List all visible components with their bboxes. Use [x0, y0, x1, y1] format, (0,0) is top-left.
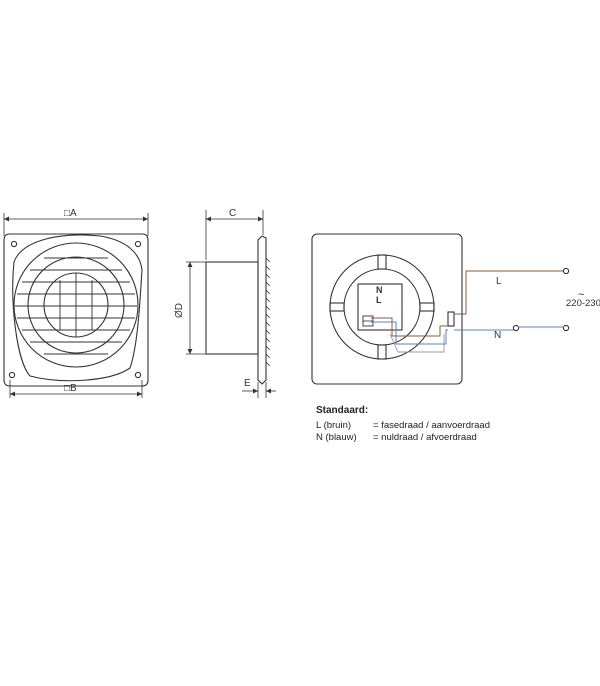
wiring-legend: Standaard: L (bruin) = fasedraad / aanvo…: [316, 405, 490, 445]
legend-row-neutral: N (blauw) = nuldraad / afvoerdraad: [316, 432, 490, 445]
legend-row-live: L (bruin) = fasedraad / aanvoerdraad: [316, 420, 490, 433]
live-terminal: [562, 267, 570, 275]
mounting-boss-top: [377, 254, 387, 270]
dimension-d: [186, 261, 206, 355]
swirl-panel: [12, 234, 143, 382]
ac-symbol-icon: ~: [578, 289, 584, 301]
grille-outer-ring: [13, 242, 139, 368]
spigot-tube: [205, 261, 259, 355]
legend-key: L (bruin): [316, 419, 352, 431]
dimension-a: [3, 213, 149, 236]
mounting-boss-bottom: [377, 344, 387, 360]
label-dimension-c: C: [229, 208, 236, 219]
dimension-b: [9, 380, 143, 398]
legend-title: Standaard:: [316, 405, 369, 416]
wire-label-n: N: [494, 330, 501, 341]
mounting-boss-right: [419, 302, 435, 312]
live-wire: [371, 317, 448, 337]
screw-hole-bottom-right: [134, 371, 142, 379]
dimension-c: [205, 210, 264, 260]
neutral-switch-terminal: [512, 324, 520, 332]
side-view: [186, 210, 276, 398]
dimension-e: [242, 382, 276, 398]
neutral-wire: [371, 321, 448, 345]
screw-hole-bottom-left: [8, 371, 16, 379]
voltage-label: 220-230V: [566, 298, 600, 309]
front-view: [3, 213, 149, 398]
internal-wire: [389, 333, 445, 353]
fan-back-housing: [311, 233, 463, 385]
terminal-label-l: L: [376, 295, 382, 305]
legend-value: = nuldraad / afvoerdraad: [373, 432, 477, 443]
wire-label-l: L: [496, 276, 502, 287]
label-dimension-d: ØD: [174, 303, 185, 318]
label-dimension-a: □A: [64, 208, 77, 219]
wiring-view: [311, 233, 570, 385]
screw-hole-top-left: [10, 240, 18, 248]
mounting-boss-left: [329, 302, 345, 312]
legend-value: = fasedraad / aanvoerdraad: [373, 419, 490, 431]
grille-teeth: [265, 257, 271, 367]
label-dimension-b: □B: [64, 383, 77, 394]
legend-key: N (blauw): [316, 432, 357, 443]
cable-entry: [447, 311, 455, 327]
label-dimension-e: E: [244, 378, 251, 389]
neutral-terminal-supply: [562, 324, 570, 332]
terminal-label-n: N: [376, 285, 383, 295]
screw-hole-top-right: [134, 240, 142, 248]
live-wire-external: [454, 270, 566, 315]
front-plate-profile: [257, 235, 267, 385]
